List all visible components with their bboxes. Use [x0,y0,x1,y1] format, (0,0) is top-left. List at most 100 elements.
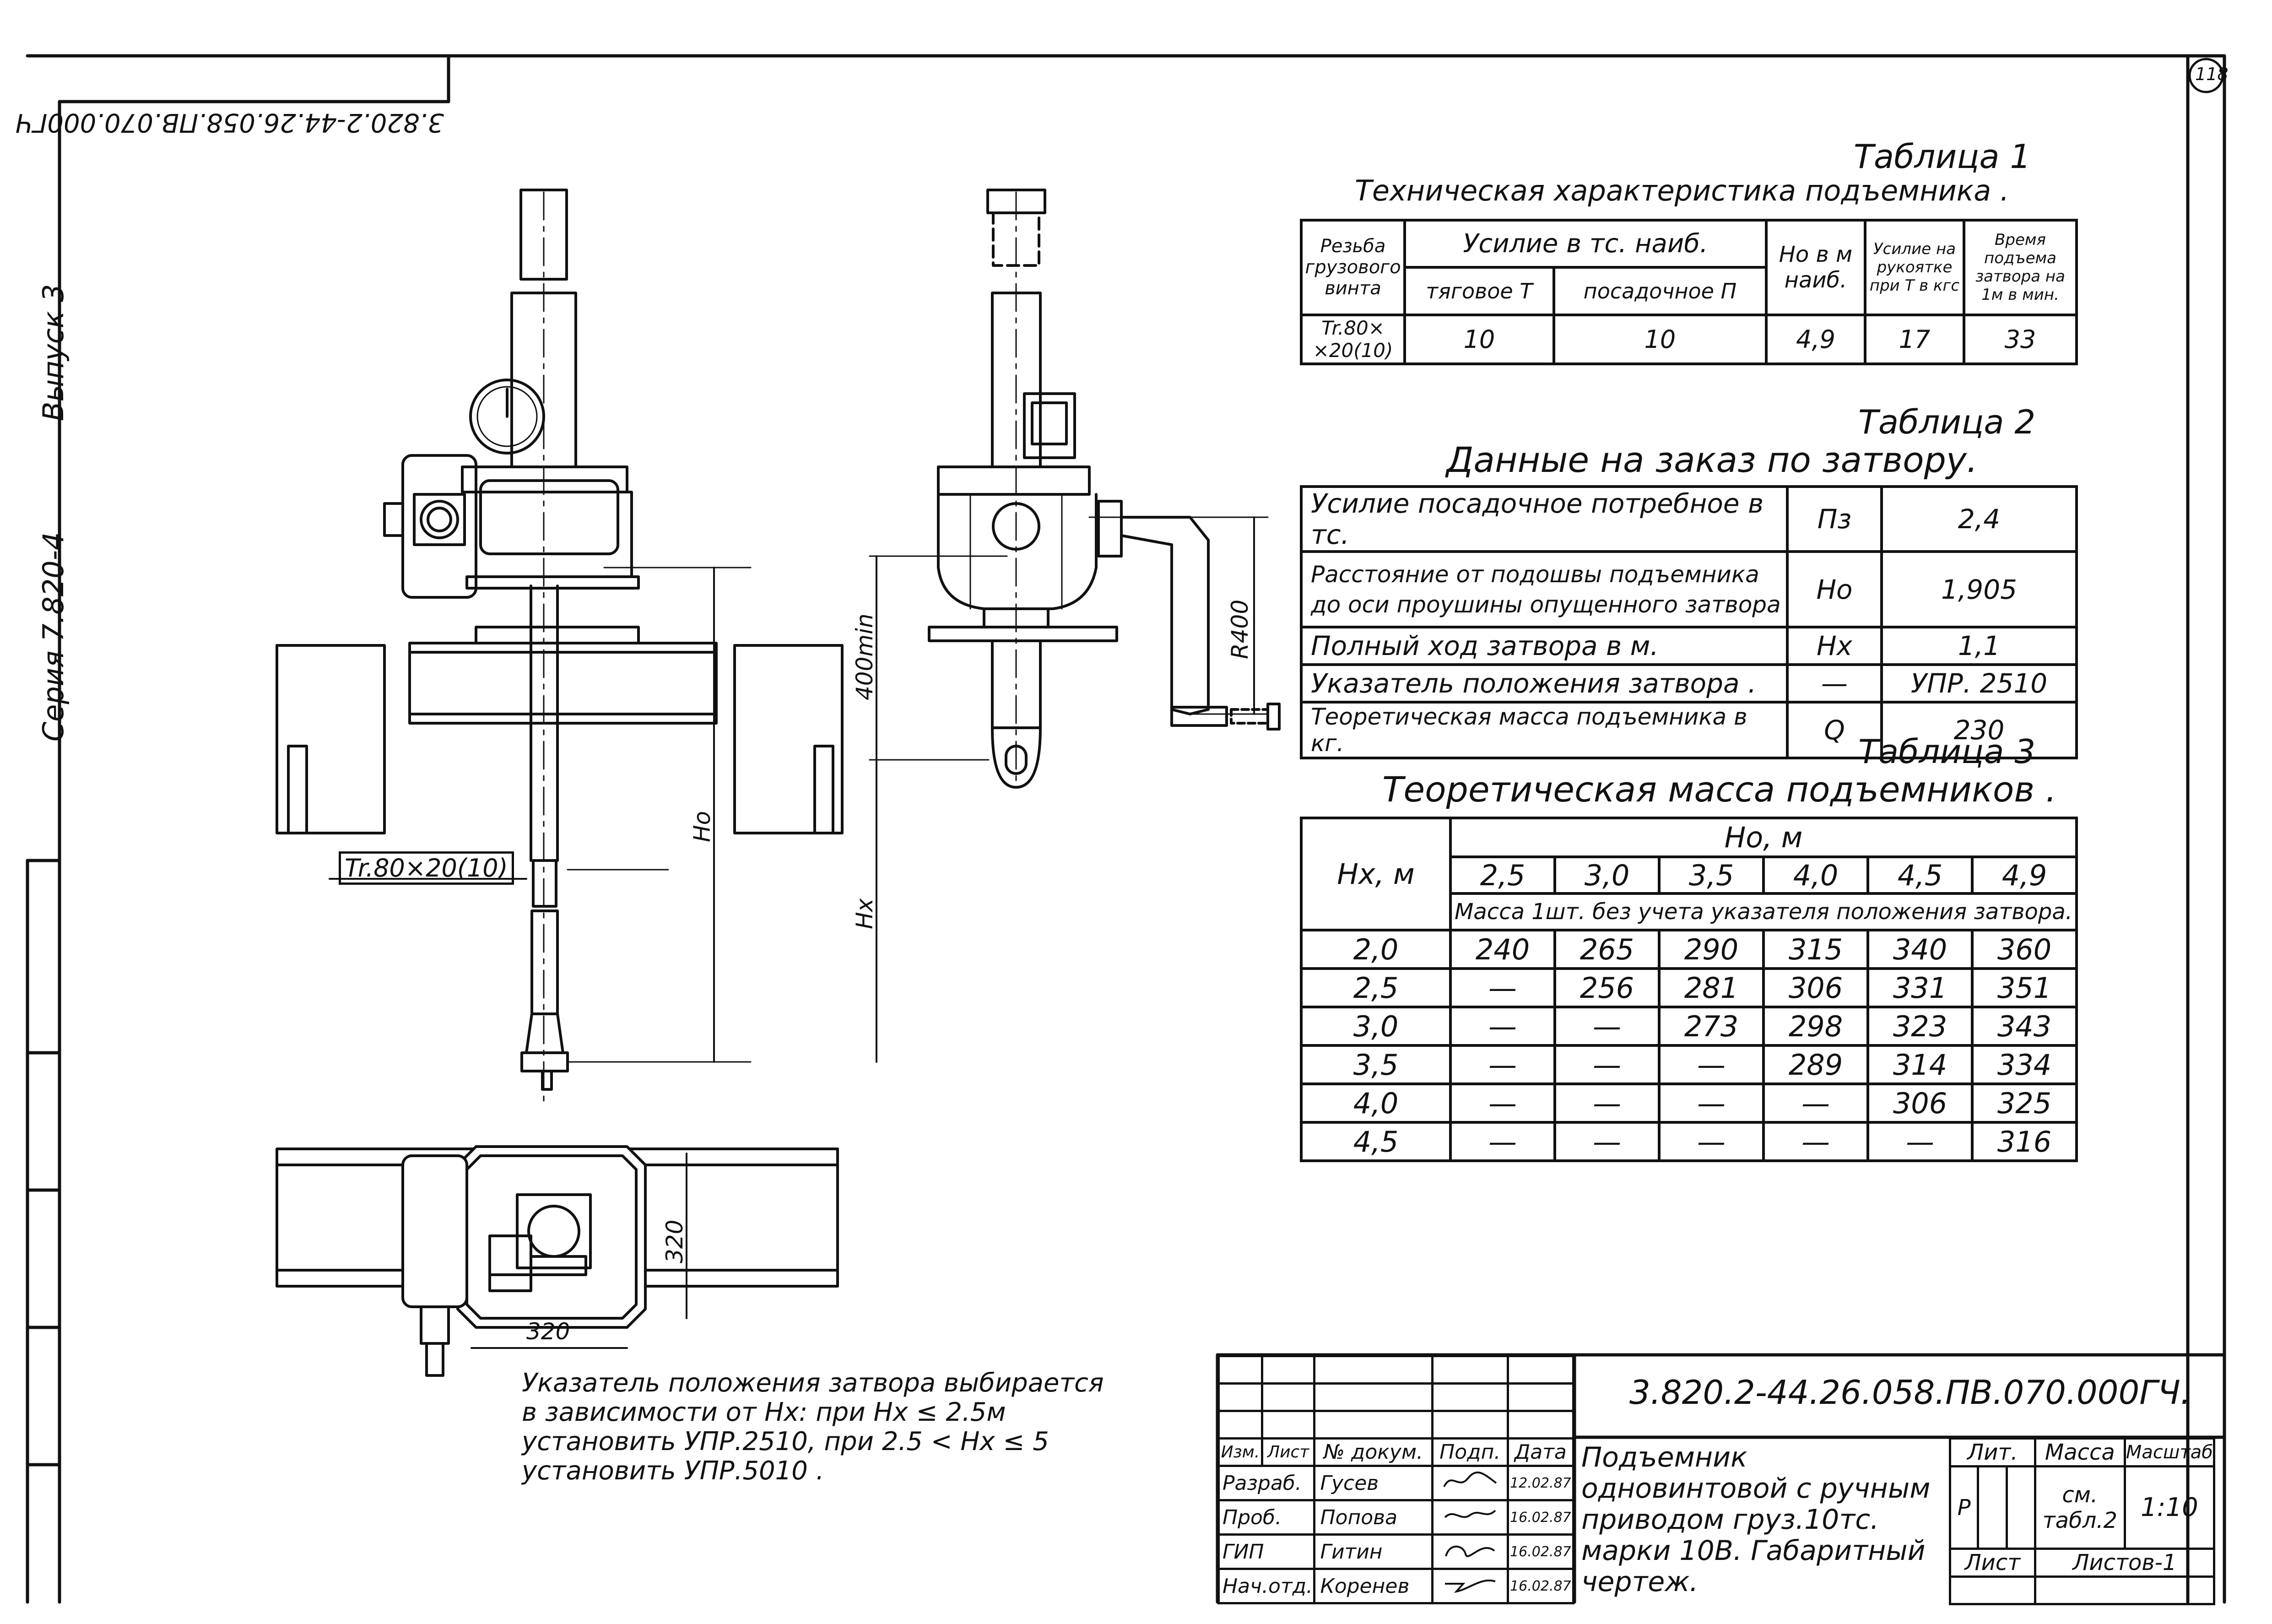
table1-title: Техническая характеристика подъемника . [1355,174,2009,207]
table3-cell: — [1658,1044,1765,1085]
table2-label: Усилие посадочное потребное в тс. [1300,485,1789,553]
front-view [276,189,844,1109]
table1-cell: 33 [1963,313,2078,366]
table1-cell: 17 [1864,313,1965,366]
table2-label: Теоретическая масса подъемника в кг. [1300,701,1789,759]
table3-cell: 306 [1866,1083,1974,1124]
dim-320-horizontal: 320 [526,1318,570,1345]
table3-cell: — [1449,967,1556,1008]
table3-hx-value: 4,0 [1300,1083,1452,1124]
table3-ho-value: 4,5 [1866,855,1974,895]
table3-title: Теоретическая масса подъемников . [1382,769,2057,810]
table3-ho-value: 3,5 [1658,855,1765,895]
table3-ho-value: 4,9 [1971,855,2078,895]
sig-role: Нач.отд. [1217,1568,1316,1604]
sig-name: Попова [1313,1499,1434,1536]
header-mass: Масса [2034,1437,2126,1467]
sig-date: 16.02.87 [1506,1568,1575,1604]
table2-symbol: Нх [1786,626,1883,666]
table2-value: 1,1 [1880,626,2078,666]
dim-320-vertical: 320 [661,1219,688,1263]
table3-cell: 360 [1971,929,2078,970]
table3-hx-value: 3,0 [1300,1006,1452,1047]
issue-label: Выпуск 3 [37,284,70,421]
table3-cell: 298 [1762,1006,1869,1047]
note-text: Указатель положения затвора выбирается в… [522,1368,1104,1486]
table3-cell: 334 [1971,1044,2078,1085]
sig-header-list: Лист [1260,1437,1316,1467]
mass-value: см. табл.2 [2034,1465,2126,1550]
table3-cell: 289 [1762,1044,1869,1085]
lit-value: Р [1948,1465,1980,1550]
sig-signature [1431,1499,1509,1536]
table3-cell: — [1762,1083,1869,1124]
table3-ho-value: 3,0 [1553,855,1661,895]
table3-cell: — [1553,1044,1661,1085]
table3-ho-value: 4,0 [1762,855,1869,895]
table3-cell: 273 [1658,1006,1765,1047]
header-sheet: Лист [1949,1548,2036,1578]
table3-hx-value: 4,5 [1300,1121,1452,1162]
lit-mass-scale-table: Лит. Масса Масштаб Р см. табл.2 1:10 Лис… [1948,1437,2216,1605]
sig-header-izm: Изм. [1217,1437,1263,1467]
dim-hx: Нх [851,898,878,929]
table3-cell: — [1553,1083,1661,1124]
table3-header-mass: Масса 1шт. без учета указателя положения… [1449,892,2078,931]
table3-cell: 351 [1971,967,2078,1008]
table2-title: Данные на заказ по затвору. [1446,439,1978,480]
table3-header-ho: Но, м [1449,817,2078,858]
sig-date: 12.02.87 [1506,1465,1575,1501]
table3-cell: 306 [1762,967,1869,1008]
table1-cell: Tr.80× ×20(10) [1300,313,1406,366]
table3-cell: 290 [1658,929,1765,970]
sig-header-doc: № докум. [1313,1437,1434,1467]
dim-ho: Но [689,811,715,842]
title-block-frame [1216,1353,2226,1604]
table1-header-traction: тяговое Т [1403,266,1555,316]
table1-cell: 4,9 [1765,313,1866,366]
table3-cell: 325 [1971,1083,2078,1124]
table1: Резьба грузового винта Усилие в тс. наиб… [1300,218,2078,366]
table1-header-time: Время подъема затвора на 1м в мин. [1963,219,2078,316]
signature-table: Изм. Лист № докум. Подп. Дата Разраб. Гу… [1217,1355,1575,1604]
table3-caption: Таблица 3 [1858,732,2036,771]
table1-header-thread: Резьба грузового винта [1300,219,1406,316]
sig-role: ГИП [1217,1533,1316,1570]
table3-hx-value: 2,0 [1300,929,1452,970]
table3-cell: — [1449,1121,1556,1162]
sig-signature [1431,1465,1509,1501]
table3-cell: — [1553,1121,1661,1162]
table3-header-hx: Нх, м [1300,817,1452,931]
table3-cell: 314 [1866,1044,1974,1085]
table3-cell: — [1553,1006,1661,1047]
table3-cell: — [1866,1121,1974,1162]
dim-400min: 400min [851,613,878,700]
table3-cell: 240 [1449,929,1556,970]
table3-cell: — [1762,1121,1869,1162]
table2-label: Указатель положения затвора . [1300,663,1789,704]
series-label: Серия 7.820-4 [37,532,70,742]
sig-header-sign: Подп. [1431,1437,1509,1467]
header-scale: Масштаб [2123,1437,2216,1467]
thread-label: Tr.80×20(10) [339,851,514,885]
table2-value: 1,905 [1880,550,2078,628]
table2-value: УПР. 2510 [1880,663,2078,704]
sig-header-date: Дата [1506,1437,1575,1467]
table2-symbol: — [1786,663,1883,704]
sig-role: Разраб. [1217,1465,1316,1501]
doc-code-upside-down: 3.820.2-44.26.058.ПВ.070.000ГЧ [15,108,444,137]
table1-header-ho: Но в м наиб. [1765,219,1866,316]
table3-cell: 340 [1866,929,1974,970]
table2-caption: Таблица 2 [1858,403,2036,441]
table3-cell: 343 [1971,1006,2078,1047]
table2-label: Расстояние от подошвы подъемника до оси … [1300,550,1789,628]
table3-cell: 323 [1866,1006,1974,1047]
sig-date: 16.02.87 [1506,1533,1575,1570]
sig-signature [1431,1568,1509,1604]
table3-ho-value: 2,5 [1449,855,1556,895]
sig-signature [1431,1533,1509,1570]
title-block-code: 3.820.2-44.26.058.ПВ.070.000ГЧ. [1629,1373,2191,1412]
table3-hx-value: 3,5 [1300,1044,1452,1085]
title-block-title: Подъемник одновинтовой с ручным приводом… [1581,1441,1931,1598]
